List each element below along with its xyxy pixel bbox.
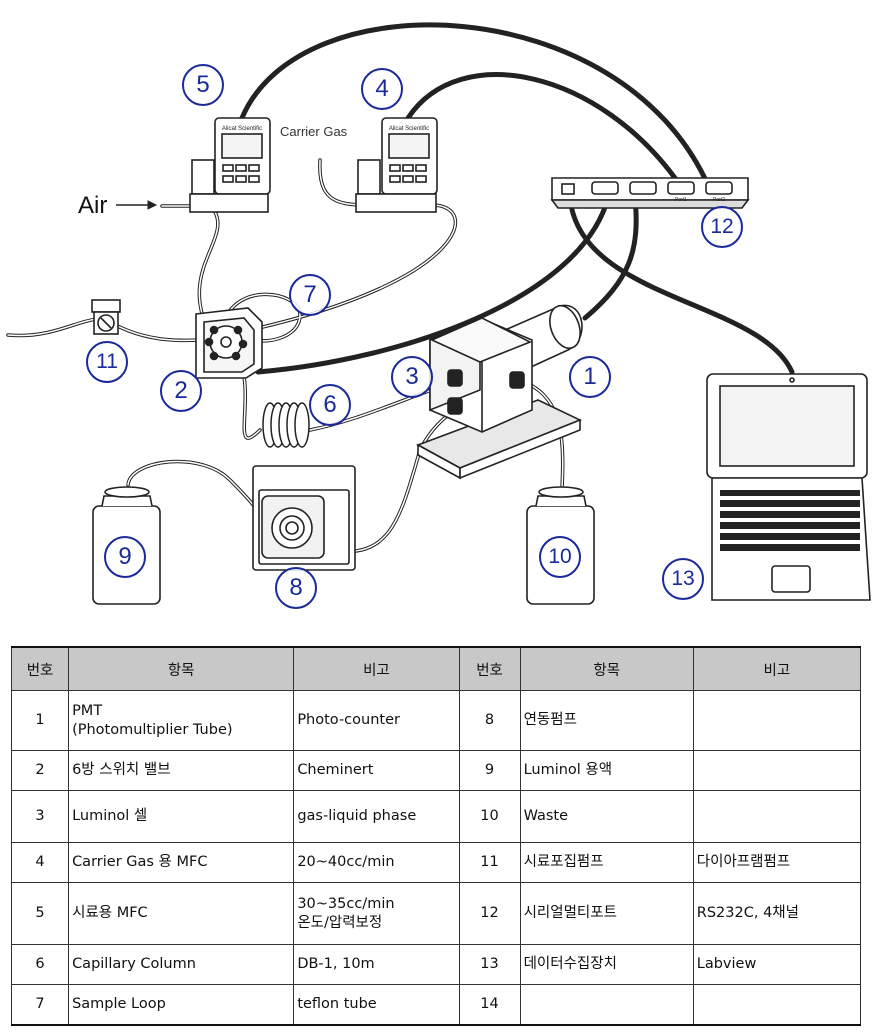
cell-note: 30~35cc/min 온도/압력보정: [293, 882, 460, 945]
peristaltic-pump-device: [252, 465, 356, 571]
cell-number: 11: [458, 842, 521, 883]
callout-7: 7: [289, 274, 331, 316]
cell-note: gas-liquid phase: [293, 790, 460, 843]
air-arrow: [116, 200, 158, 210]
cable-multiport-to-laptop: [567, 195, 795, 375]
table-header-row: 번호 항목 비고 번호 항목 비고: [10, 646, 862, 691]
table-row: 4 Carrier Gas 용 MFC 20~40cc/min 11 시료포집펌…: [10, 842, 862, 883]
carrier-gas-label: Carrier Gas: [280, 124, 348, 139]
callout-12: 12: [701, 206, 743, 248]
cell-item: 시료용 MFC: [68, 882, 295, 945]
cell-number: 4: [10, 842, 70, 883]
serial-multiport-device: Port1 Port2: [550, 177, 750, 209]
cable-mfc5-to-multiport: [239, 22, 711, 188]
laptop-keyboard: [720, 490, 860, 551]
callout-3: 3: [391, 356, 433, 398]
cell-item: Capillary Column: [68, 944, 295, 985]
header-number-right: 번호: [458, 646, 521, 691]
parts-table: 번호 항목 비고 번호 항목 비고 1 PMT (Photomultiplier…: [10, 646, 862, 1026]
table-row: 1 PMT (Photomultiplier Tube) Photo-count…: [10, 690, 862, 751]
cell-note: [692, 984, 862, 1026]
cell-item: 연동펌프: [519, 690, 694, 751]
cell-item: Luminol 용액: [519, 750, 694, 791]
table-row: 7 Sample Loop teflon tube 14: [10, 984, 862, 1026]
header-note-right: 비고: [692, 646, 862, 691]
cell-number: 13: [458, 944, 521, 985]
cell-number: 8: [458, 690, 521, 751]
cell-item: 시료포집펌프: [519, 842, 694, 883]
cell-note: Cheminert: [293, 750, 460, 791]
cell-note: 다이아프램펌프: [692, 842, 862, 883]
callout-2: 2: [160, 370, 202, 412]
mfc-5-device: Alicat Scientific: [189, 117, 271, 213]
header-note-left: 비고: [293, 646, 460, 691]
cell-number: 3: [10, 790, 70, 843]
callout-6: 6: [309, 384, 351, 426]
cell-fittings: [447, 369, 525, 415]
cell-note: DB-1, 10m: [293, 944, 460, 985]
cell-note: Labview: [692, 944, 862, 985]
cable-multiport-to-valve: [255, 195, 611, 375]
cable-multiport-to-pmt: [582, 195, 639, 321]
cell-number: 10: [458, 790, 521, 843]
callout-1: 1: [569, 356, 611, 398]
system-diagram: Alicat Scientific Alicat Scientific Port…: [6, 22, 871, 605]
cell-number: 7: [10, 984, 70, 1026]
cell-note: [692, 750, 862, 791]
mfc-4-logo: Alicat Scientific: [389, 126, 429, 132]
sample-pump-device: [91, 299, 121, 335]
callout-11: 11: [86, 341, 128, 383]
cell-item: Waste: [519, 790, 694, 843]
table-row: 5 시료용 MFC 30~35cc/min 온도/압력보정 12 시리얼멀티포트…: [10, 882, 862, 945]
callout-4: 4: [361, 68, 403, 110]
callout-13: 13: [662, 558, 704, 600]
cell-note: Photo-counter: [293, 690, 460, 751]
mfc-5-logo: Alicat Scientific: [222, 126, 262, 132]
cell-item: Carrier Gas 용 MFC: [68, 842, 295, 883]
header-number-left: 번호: [10, 646, 70, 691]
table-row: 2 6방 스위치 밸브 Cheminert 9 Luminol 용액: [10, 750, 862, 791]
cell-number: 14: [458, 984, 521, 1026]
header-item-left: 항목: [68, 646, 295, 691]
cell-note: [692, 790, 862, 843]
cell-item: [519, 984, 694, 1026]
cell-item: Sample Loop: [68, 984, 295, 1026]
capillary-column-coil: [262, 402, 310, 448]
pmt-and-cell-assembly: [416, 304, 583, 480]
callout-8: 8: [275, 567, 317, 609]
cell-note: 20~40cc/min: [293, 842, 460, 883]
cell-note: RS232C, 4채널: [692, 882, 862, 945]
cell-item: Luminol 셀: [68, 790, 295, 843]
cell-item: 데이터수집장치: [519, 944, 694, 985]
cell-number: 9: [458, 750, 521, 791]
air-label: Air: [78, 192, 107, 219]
cell-item: 6방 스위치 밸브: [68, 750, 295, 791]
cell-number: 6: [10, 944, 70, 985]
callout-9: 9: [104, 536, 146, 578]
cell-note: [692, 690, 862, 751]
port-label-2: Port2: [713, 197, 725, 203]
cell-item: PMT (Photomultiplier Tube): [68, 690, 295, 751]
six-port-valve-device: [195, 307, 263, 379]
cell-number: 1: [10, 690, 70, 751]
cell-note: teflon tube: [293, 984, 460, 1026]
cable-mfc4-to-multiport: [405, 72, 683, 188]
cell-number: 12: [458, 882, 521, 945]
callout-10: 10: [539, 536, 581, 578]
cell-item: 시리얼멀티포트: [519, 882, 694, 945]
cell-number: 5: [10, 882, 70, 945]
table-row: 3 Luminol 셀 gas-liquid phase 10 Waste: [10, 790, 862, 843]
laptop-device: [706, 373, 871, 601]
callout-5: 5: [182, 64, 224, 106]
cell-number: 2: [10, 750, 70, 791]
table-row: 6 Capillary Column DB-1, 10m 13 데이터수집장치 …: [10, 944, 862, 985]
tube-mfc4-to-valve: [248, 203, 458, 332]
port-label-1: Port1: [675, 197, 687, 203]
mfc-4-device: Alicat Scientific: [355, 117, 438, 213]
header-item-right: 항목: [519, 646, 694, 691]
